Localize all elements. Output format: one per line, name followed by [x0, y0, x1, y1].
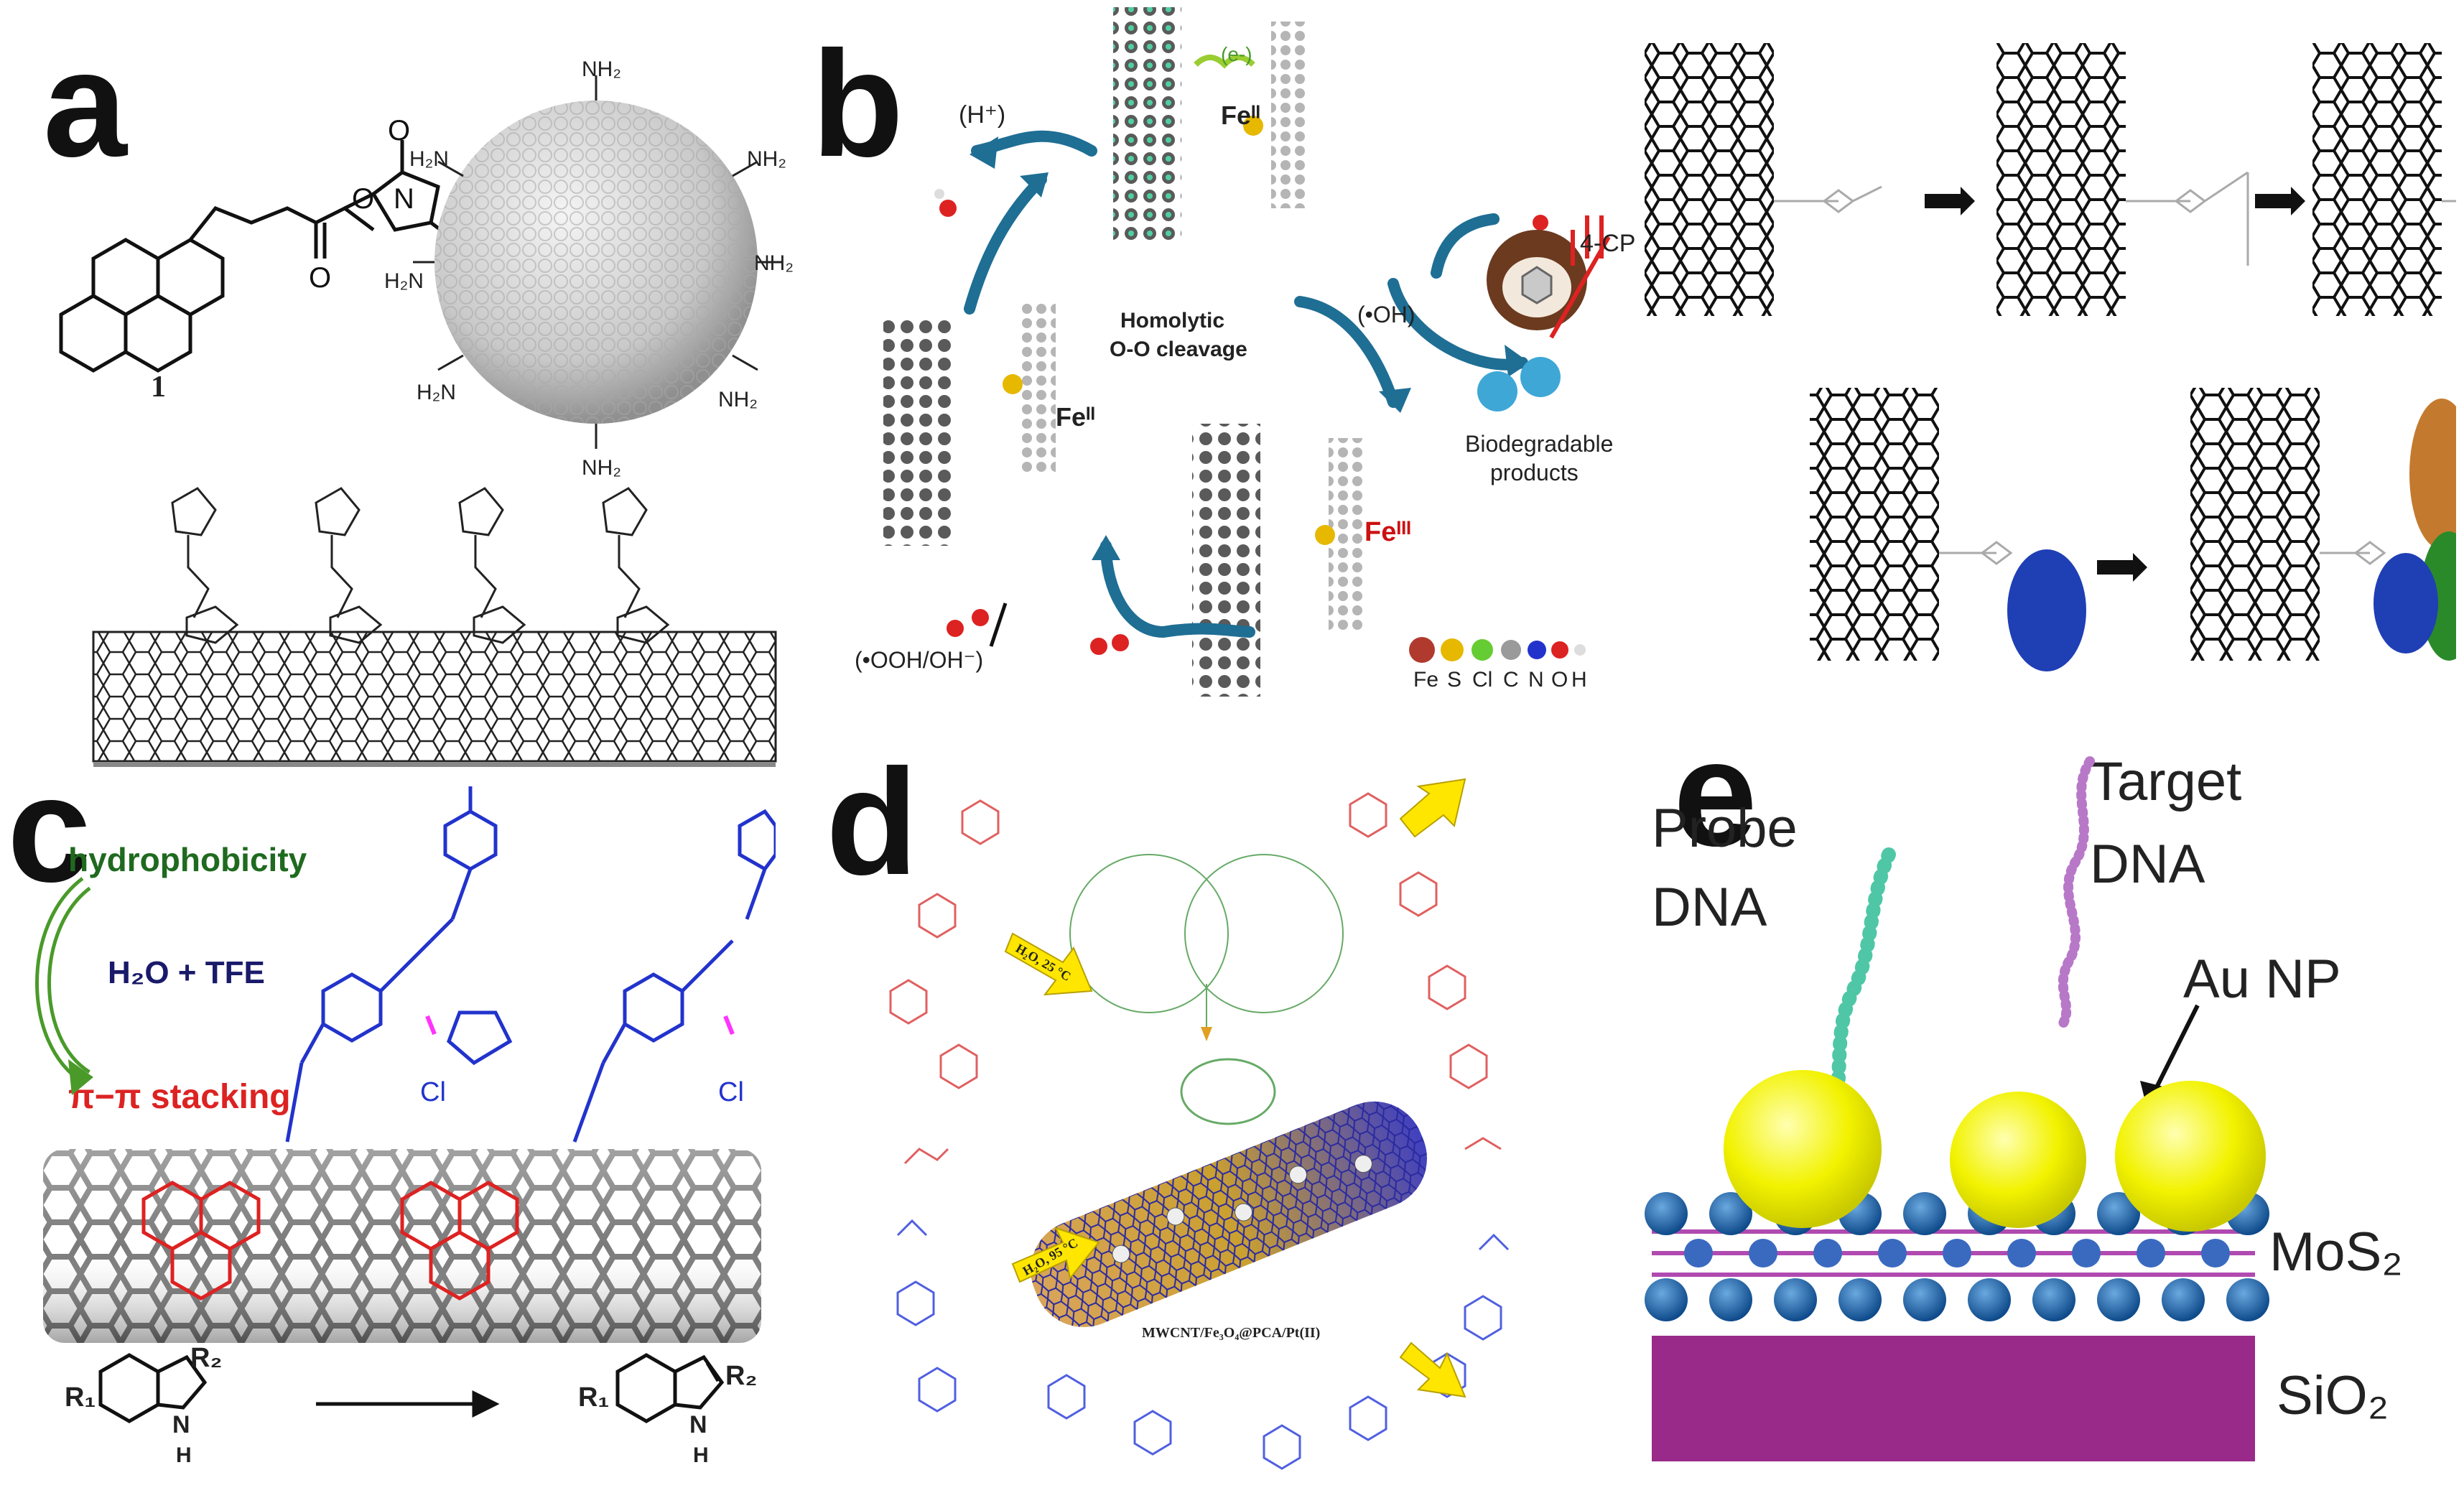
- panel-d: d: [776, 718, 1594, 1493]
- h-right-label: H: [693, 1443, 709, 1467]
- legend-fe: Fe: [1413, 668, 1439, 692]
- nanotube-with-linkers: [92, 487, 777, 767]
- biosensor-schematic: [1645, 756, 2269, 1461]
- panel-e: e Probe DNA Target DNA Au NP MoS₂ SiO₂: [1594, 718, 2464, 1493]
- cl-label-left: Cl: [420, 1077, 446, 1107]
- panel-a-label: a: [43, 19, 127, 188]
- legend-o: O: [1551, 668, 1568, 692]
- r2-left-label: R₂: [190, 1343, 223, 1373]
- probe-label: Probe: [1652, 798, 1798, 859]
- mos2-atom: [1903, 1278, 1946, 1321]
- panel-b-label: b: [812, 19, 904, 188]
- mos2-atom: [2032, 1278, 2075, 1321]
- compound-number: 1: [151, 371, 166, 404]
- svg-text:O: O: [352, 183, 374, 215]
- catalyst-reaction-scheme: [889, 778, 1510, 1470]
- svg-text:O: O: [388, 115, 410, 146]
- mos2-atom: [1813, 1239, 1842, 1268]
- products-label: products: [1490, 460, 1579, 485]
- atom-legend: Fe S Cl C N O H: [1408, 668, 1609, 697]
- protein-sphere: [413, 75, 783, 449]
- legend-c: C: [1503, 668, 1519, 692]
- svg-text:N: N: [394, 183, 414, 215]
- mos2-atom: [2226, 1278, 2269, 1321]
- biodegradable-label: Biodegradable: [1465, 431, 1614, 457]
- mos2-atom: [1709, 1278, 1752, 1321]
- cp-label: 4-CP: [1580, 230, 1636, 257]
- mos2-atom: [1645, 1278, 1688, 1321]
- mos2-atom: [2097, 1192, 2140, 1235]
- target-dna-label: DNA: [2090, 834, 2205, 895]
- mos2-atom: [1774, 1278, 1817, 1321]
- au-np-label: Au NP: [2183, 949, 2341, 1010]
- r1-right-label: R₁: [578, 1382, 610, 1413]
- electron-label: (e-): [1221, 43, 1252, 65]
- h-left-label: H: [176, 1443, 192, 1467]
- mos2-atom: [2007, 1239, 2036, 1268]
- stacking-label: π−π stacking: [68, 1078, 291, 1116]
- hydrophobicity-label: hydrophobicity: [68, 841, 307, 878]
- n-right-label: N: [689, 1411, 707, 1438]
- target-label: Target: [2090, 751, 2242, 812]
- panel-c: c hydrophobicity H₂O + TFE π−π stacking: [0, 740, 776, 1493]
- mos2-atom: [2162, 1278, 2205, 1321]
- panel-c-label: c: [7, 745, 91, 913]
- legend-h: H: [1571, 668, 1587, 692]
- h-plus-label: (H⁺): [959, 101, 1006, 129]
- fe2-left-label: Feᴵᴵ: [1056, 402, 1096, 432]
- sio2-label: SiO₂: [2277, 1365, 2389, 1426]
- mos2-atom: [2072, 1239, 2101, 1268]
- legend-cl: Cl: [1472, 668, 1493, 692]
- mos2-atom: [1684, 1239, 1713, 1268]
- nh2-label: H₂N: [409, 147, 449, 171]
- mos2-atom: [2201, 1239, 2230, 1268]
- nh2-label: NH₂: [582, 57, 621, 81]
- panel-e-label: e: [1673, 718, 1757, 878]
- mos2-label: MoS₂: [2269, 1222, 2403, 1283]
- fenton-cycle-diagram: [883, 7, 1611, 697]
- mos2-atom: [1838, 1278, 1882, 1321]
- nh2-label: NH₂: [754, 251, 794, 275]
- mos2-atom: [1709, 1192, 1752, 1235]
- nh2-label: NH₂: [747, 147, 786, 171]
- mos2-atom: [1903, 1192, 1946, 1235]
- oh-radical-label: (•OH): [1357, 302, 1415, 327]
- mos2-atom: [1749, 1239, 1777, 1268]
- mos2-atom: [2097, 1278, 2140, 1321]
- probe-dna-label: DNA: [1652, 877, 1767, 938]
- mos2-atom: [1943, 1239, 1971, 1268]
- nh2-label: H₂N: [384, 269, 424, 293]
- ooh-label: (•OOH/OH⁻): [855, 647, 984, 673]
- cl-label-right: Cl: [718, 1077, 744, 1107]
- mos2-atom: [1968, 1278, 2011, 1321]
- cleavage-label: O-O cleavage: [1110, 338, 1247, 361]
- svg-text:O: O: [309, 262, 331, 294]
- mos2-atom: [1878, 1239, 1907, 1268]
- n-left-label: N: [172, 1411, 190, 1438]
- nh2-label: NH₂: [582, 456, 621, 480]
- legend-s: S: [1447, 668, 1462, 692]
- cnt-functionalization-sequence: [1645, 43, 2456, 671]
- mos2-atom: [1645, 1192, 1688, 1235]
- nh2-label: NH₂: [718, 388, 758, 411]
- panel-b: b: [804, 0, 2464, 718]
- nh2-label: H₂N: [417, 381, 456, 404]
- legend-n: N: [1528, 668, 1544, 692]
- homolytic-label: Homolytic: [1120, 309, 1225, 332]
- solvent-label: H₂O + TFE: [108, 955, 265, 990]
- fe2-top-label: Feᴵᴵ: [1221, 101, 1261, 130]
- mos2-atom: [2137, 1239, 2165, 1268]
- r1-left-label: R₁: [65, 1382, 96, 1413]
- iridium-complex-on-cnt: [35, 786, 776, 1423]
- fe3-label: Feᴵᴵᴵ: [1365, 517, 1411, 547]
- catalyst-label: MWCNT/Fe₃O₄@PCA/Pt(II): [1142, 1325, 1321, 1341]
- panel-a: a N O O O O 1: [0, 0, 804, 776]
- r2-right-label: R₂: [725, 1361, 758, 1391]
- panel-d-label: d: [826, 738, 919, 906]
